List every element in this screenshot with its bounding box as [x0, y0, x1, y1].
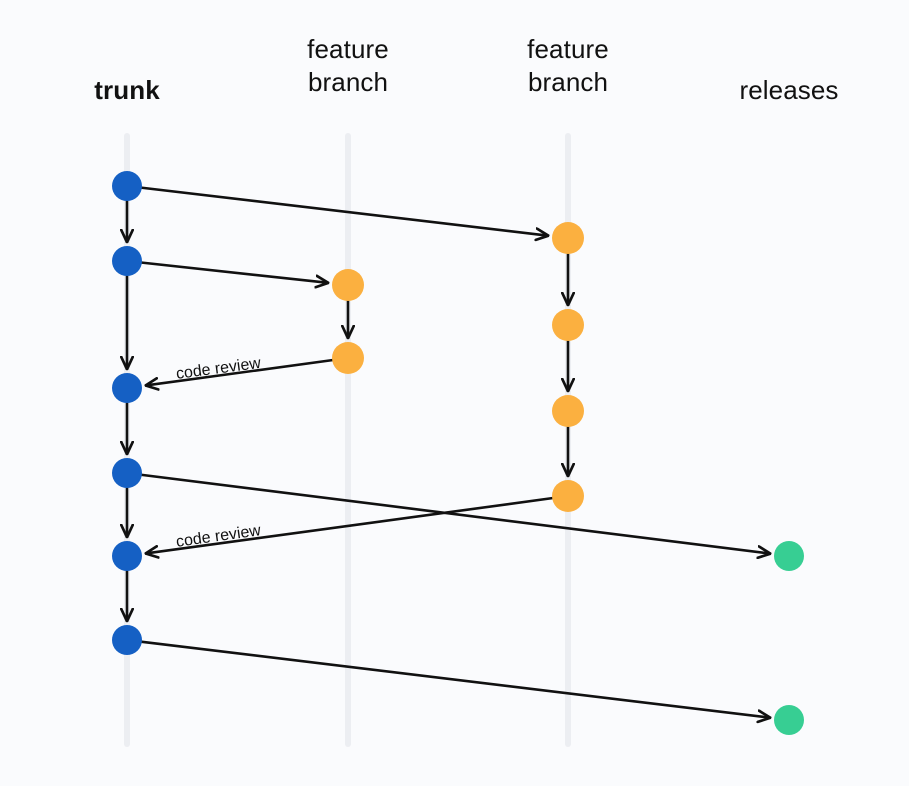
commit-node-t3[interactable] [112, 373, 142, 403]
commit-node-t2[interactable] [112, 246, 142, 276]
edges-layer [127, 186, 770, 718]
commit-node-t6[interactable] [112, 625, 142, 655]
commit-node-b4[interactable] [552, 480, 584, 512]
release-node-r2[interactable] [774, 705, 804, 735]
nodes-layer [112, 171, 804, 735]
edge-e-t6-r2 [139, 640, 770, 718]
edge-e-t1-b1 [139, 186, 548, 236]
column-label-feature-branch-2: feature branch [527, 34, 609, 97]
column-label-releases: releases [739, 75, 839, 105]
release-node-r1[interactable] [774, 541, 804, 571]
edge-e-b4-t5 [146, 496, 555, 553]
commit-node-b3[interactable] [552, 395, 584, 427]
commit-node-b2[interactable] [552, 309, 584, 341]
commit-node-t5[interactable] [112, 541, 142, 571]
commit-node-t4[interactable] [112, 458, 142, 488]
column-guideline-feature-branch-1 [345, 133, 351, 747]
commit-node-b1[interactable] [552, 222, 584, 254]
edge-e-a2-t3 [146, 358, 335, 385]
guidelines-layer [124, 133, 571, 747]
commit-node-t1[interactable] [112, 171, 142, 201]
column-label-trunk: trunk [94, 75, 160, 105]
commit-node-a2[interactable] [332, 342, 364, 374]
commit-node-a1[interactable] [332, 269, 364, 301]
edge-e-t2-a1 [139, 261, 328, 283]
edge-e-t4-r1 [139, 473, 770, 554]
column-label-feature-branch-1: feature branch [307, 34, 389, 97]
